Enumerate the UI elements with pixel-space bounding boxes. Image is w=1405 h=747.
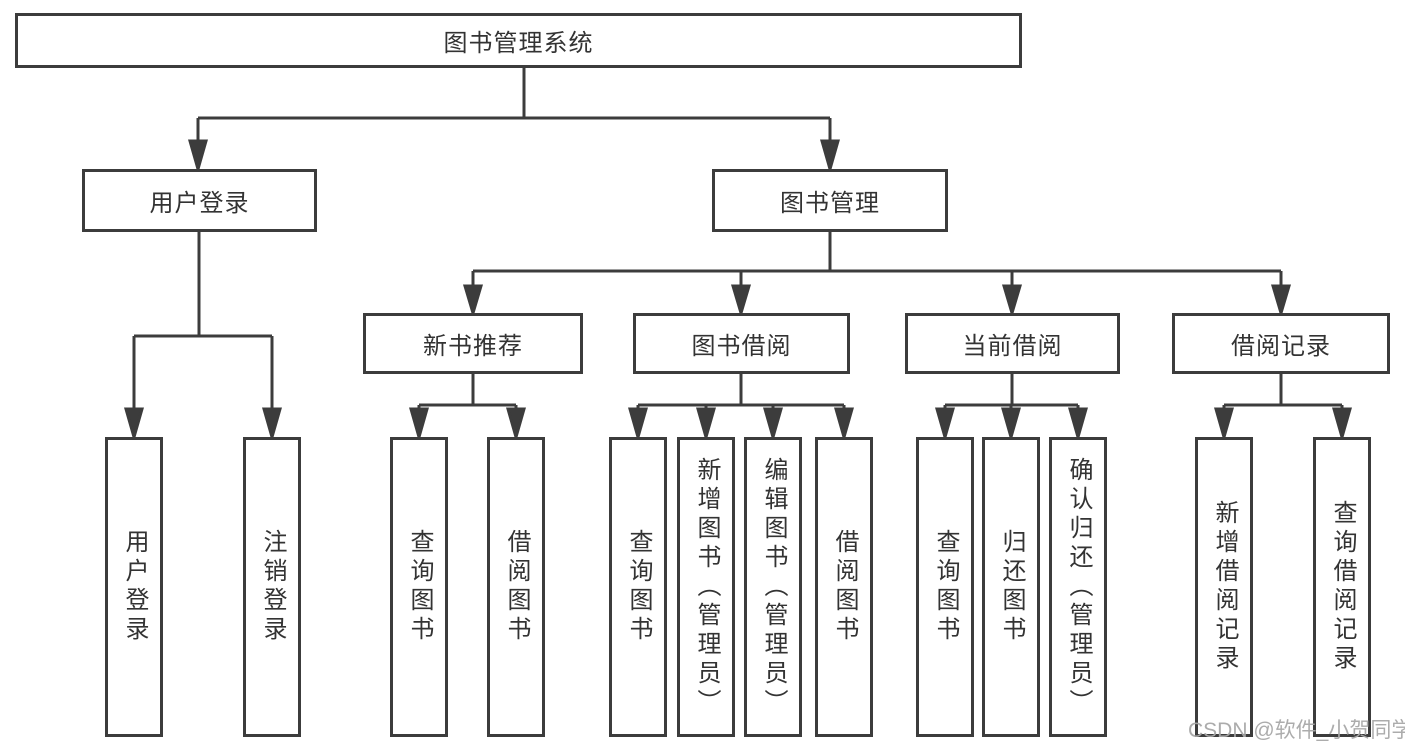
leaf-query-borrow-record: 查询借阅记录 [1313, 437, 1371, 737]
connector-newbook-to-leaves [409, 374, 526, 443]
leaf-query-books-recommend: 查询图书 [390, 437, 448, 737]
leaf-return-books-label: 归还图书 [998, 529, 1025, 645]
node-book-borrowing: 图书借阅 [633, 313, 850, 374]
leaf-query-books-recommend-label: 查询图书 [406, 529, 433, 645]
leaf-add-borrow-record: 新增借阅记录 [1195, 437, 1253, 737]
leaf-add-borrow-record-label: 新增借阅记录 [1211, 500, 1238, 674]
node-system-root-label: 图书管理系统 [443, 30, 594, 57]
leaf-user-login-label: 用户登录 [121, 529, 148, 645]
node-new-book-recommendation: 新书推荐 [363, 313, 583, 374]
leaf-user-login: 用户登录 [105, 437, 163, 737]
connector-root-to-level2 [188, 68, 840, 175]
leaf-add-books-admin: 新增图书（管理员） [677, 437, 735, 737]
leaf-query-books-current-label: 查询图书 [932, 529, 959, 645]
node-borrowing-records: 借阅记录 [1172, 313, 1390, 374]
leaf-edit-books-admin: 编辑图书（管理员） [744, 437, 802, 737]
leaf-borrow-books-recommend-label: 借阅图书 [503, 529, 530, 645]
node-current-borrowing-label: 当前借阅 [962, 333, 1063, 360]
leaf-query-books-borrow-label: 查询图书 [625, 529, 652, 645]
connector-mgmt-to-sections [462, 232, 1292, 319]
leaf-query-borrow-record-label: 查询借阅记录 [1329, 500, 1356, 674]
leaf-borrow-books-label: 借阅图书 [831, 529, 858, 645]
leaf-confirm-return-admin-label: 确认归还（管理员） [1065, 456, 1092, 718]
connector-current-to-leaves [935, 374, 1088, 443]
node-system-root: 图书管理系统 [15, 13, 1022, 68]
node-book-borrowing-label: 图书借阅 [691, 333, 792, 360]
leaf-logout: 注销登录 [243, 437, 301, 737]
leaf-query-books-current: 查询图书 [916, 437, 974, 737]
connector-borrow-to-leaves [628, 374, 854, 443]
leaf-confirm-return-admin: 确认归还（管理员） [1049, 437, 1107, 737]
leaf-return-books: 归还图书 [982, 437, 1040, 737]
csdn-watermark: CSDN @软件_小贺同学 [1188, 719, 1405, 742]
node-borrowing-records-label: 借阅记录 [1231, 333, 1331, 360]
leaf-query-books-borrow: 查询图书 [609, 437, 667, 737]
node-user-login: 用户登录 [82, 169, 317, 232]
connector-user-login-to-leaves [124, 232, 282, 443]
node-user-login-label: 用户登录 [149, 190, 250, 217]
node-book-management: 图书管理 [712, 169, 948, 232]
leaf-add-books-admin-label: 新增图书（管理员） [693, 456, 720, 718]
leaf-borrow-books-recommend: 借阅图书 [487, 437, 545, 737]
connector-record-to-leaves [1214, 374, 1352, 443]
node-book-management-label: 图书管理 [780, 190, 880, 217]
leaf-edit-books-admin-label: 编辑图书（管理员） [760, 456, 787, 718]
node-current-borrowing: 当前借阅 [905, 313, 1120, 374]
node-new-book-recommendation-label: 新书推荐 [423, 333, 523, 360]
leaf-logout-label: 注销登录 [259, 529, 286, 645]
leaf-borrow-books: 借阅图书 [815, 437, 873, 737]
